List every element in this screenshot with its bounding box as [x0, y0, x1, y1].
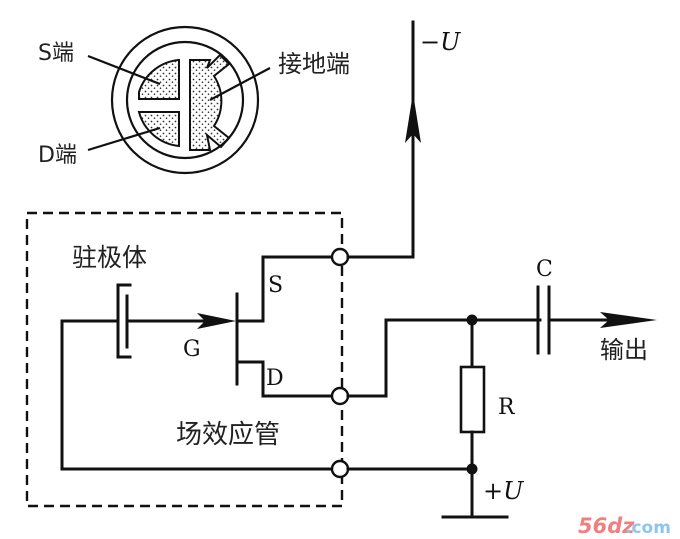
- neg-supply-label: −U: [420, 28, 461, 56]
- capacitor-label: C: [536, 257, 553, 282]
- resistor-label: R: [498, 395, 516, 420]
- source-pad: [138, 58, 180, 100]
- output-arrow-icon: [600, 312, 657, 328]
- capsule-top-view: S端 D端 接地端: [38, 25, 350, 175]
- capsule-inner-ring: [125, 40, 245, 160]
- junction-supply: [466, 463, 478, 475]
- watermark-domain: .com: [625, 518, 671, 538]
- wire-return: [60, 319, 334, 471]
- capsule-outer-ring: [110, 25, 260, 175]
- fet-label: 场效应管: [176, 420, 280, 450]
- output-label: 输出: [600, 336, 648, 364]
- electret-label: 驻极体: [72, 243, 147, 272]
- wire-drain: [235, 360, 334, 398]
- terminal-source: [330, 247, 350, 267]
- ground-leader-line: [209, 67, 271, 101]
- resistor: [459, 365, 486, 434]
- terminal-drain: [330, 386, 350, 406]
- drain-label: D: [266, 366, 284, 391]
- source-leader-line: [87, 54, 161, 86]
- drain-leader-line: [87, 126, 161, 152]
- ground-pad: [189, 53, 231, 151]
- terminal-ground: [330, 459, 350, 479]
- source-terminal-label: S端: [38, 41, 74, 66]
- wire-source: [235, 255, 334, 323]
- neg-supply-arrow-icon: [405, 93, 421, 143]
- pos-supply-label: +U: [483, 477, 524, 505]
- watermark-brand: 56dz: [578, 514, 635, 538]
- gate-label: G: [183, 337, 201, 362]
- gate-arrow-icon: [197, 313, 236, 329]
- source-label: S: [268, 273, 283, 298]
- drain-terminal-label: D端: [38, 143, 77, 168]
- wire-drain-out: [346, 318, 542, 398]
- ground-terminal-label: 接地端: [278, 50, 350, 78]
- wire-neg-supply: [346, 20, 415, 259]
